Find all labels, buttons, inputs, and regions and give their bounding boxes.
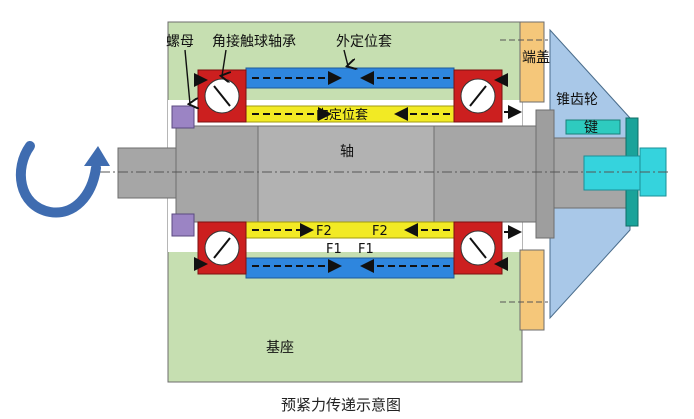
label-key: 键 (584, 120, 598, 136)
output-shaft (583, 117, 667, 227)
angular-contact-bearings (197, 69, 503, 275)
label-angular-bearing: 角接触球轴承 (212, 33, 296, 50)
label-inner-spacer: 内定位套 (316, 107, 368, 123)
label-outer-spacer: 外定位套 (336, 34, 392, 50)
label-f1-right: F1 (358, 242, 374, 257)
key (565, 119, 621, 135)
end-cap (519, 21, 545, 331)
label-nut: 螺母 (166, 34, 194, 50)
leader-arrows (184, 49, 348, 104)
label-end-cap: 端盖 (522, 50, 550, 66)
label-f2-right: F2 (372, 224, 388, 239)
label-bevel-gear: 锥齿轮 (556, 92, 598, 108)
label-base: 基座 (266, 339, 294, 356)
outer-spacer (245, 67, 455, 279)
nut (171, 105, 195, 237)
caption: 预紧力传递示意图 (281, 396, 401, 414)
label-f1-left: F1 (326, 242, 342, 257)
shaft (117, 109, 627, 239)
dashed-force-arrow-icon (194, 71, 522, 273)
label-f2-left: F2 (316, 224, 332, 239)
label-shaft: 轴 (340, 144, 354, 160)
curved-rotation-arrow-icon (15, 141, 110, 218)
